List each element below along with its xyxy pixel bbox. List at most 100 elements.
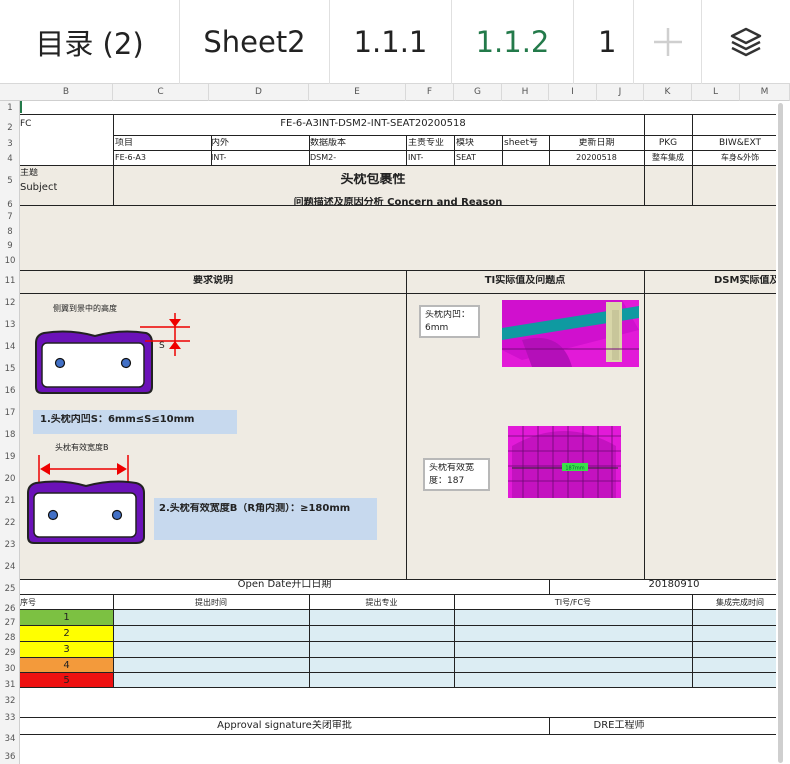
row-header[interactable]: 1 xyxy=(7,103,13,113)
grid-line xyxy=(454,594,455,687)
dsm-header: DSM实际值及 xyxy=(714,275,776,286)
grid-line xyxy=(113,594,114,687)
date-value: 20200518 xyxy=(576,153,617,162)
row-header[interactable]: 34 xyxy=(4,734,16,744)
row-header[interactable]: 19 xyxy=(4,452,16,462)
grid-line xyxy=(20,641,776,642)
row-header[interactable]: 6 xyxy=(7,200,13,210)
grid-line xyxy=(20,165,776,166)
vertical-scrollbar[interactable] xyxy=(776,101,790,764)
row-header-bar: 1 2 3 4 5 6 7 8 9 10 11 12 13 14 15 16 1… xyxy=(0,101,20,764)
row-header[interactable]: 33 xyxy=(4,713,16,723)
sheet-tab-sheet2[interactable]: Sheet2 xyxy=(180,0,330,84)
grid-line xyxy=(20,579,776,580)
row-header[interactable]: 24 xyxy=(4,562,16,572)
section-header-bg xyxy=(20,270,776,293)
row-header[interactable]: 22 xyxy=(4,518,16,528)
column-header-j[interactable]: J xyxy=(597,84,644,101)
scrollbar-thumb[interactable] xyxy=(778,103,783,763)
row-header[interactable]: 11 xyxy=(4,276,16,286)
dre-label: DRE工程师 xyxy=(593,720,645,731)
row-header[interactable]: 29 xyxy=(4,648,16,658)
row-header[interactable]: 23 xyxy=(4,540,16,550)
row-header[interactable]: 17 xyxy=(4,408,16,418)
ti-col-header: TI号/FC号 xyxy=(554,598,592,607)
grid-line xyxy=(644,114,645,205)
subject-en-label: Subject xyxy=(20,182,58,193)
subject-row-bg xyxy=(20,165,776,205)
grid-line xyxy=(113,114,114,205)
column-header-f[interactable]: F xyxy=(406,84,454,101)
add-sheet-button[interactable] xyxy=(634,0,702,84)
grid-line xyxy=(309,135,310,165)
sheet-tab-1-1-2[interactable]: 1.1.2 xyxy=(452,0,574,84)
row-header[interactable]: 7 xyxy=(7,212,13,222)
row-header[interactable]: 10 xyxy=(4,256,16,266)
row-header[interactable]: 18 xyxy=(4,430,16,440)
column-header-d[interactable]: D xyxy=(209,84,309,101)
row-header[interactable]: 15 xyxy=(4,364,16,374)
requirement-1-text: 1.头枕内凹S：6mm≤S≤10mm xyxy=(40,414,195,425)
row-header[interactable]: 32 xyxy=(4,696,16,706)
row-header[interactable]: 8 xyxy=(7,227,13,237)
version-value: DSM2- xyxy=(310,153,337,162)
row-header[interactable]: 9 xyxy=(7,241,13,251)
sheet-tab-1-1-1[interactable]: 1.1.1 xyxy=(330,0,452,84)
row-header[interactable]: 14 xyxy=(4,342,16,352)
level-cell: 4 xyxy=(20,658,113,673)
grid-line xyxy=(20,205,776,206)
wing-height-label: 侧翼到景中的高度 xyxy=(53,304,117,313)
grid-line xyxy=(113,150,776,151)
grid-line xyxy=(406,135,407,165)
open-date-label: Open Date开口日期 xyxy=(237,579,332,590)
requirement-header: 要求说明 xyxy=(193,275,233,286)
sheet-tab-catalog[interactable]: 目录 (2) xyxy=(0,0,180,84)
row-header[interactable]: 21 xyxy=(4,496,16,506)
inout-value: INT- xyxy=(211,153,227,162)
row-header[interactable]: 26 xyxy=(4,604,16,614)
row-header[interactable]: 5 xyxy=(7,176,13,186)
spreadsheet-grid[interactable]: FC FE-6-A3INT-DSM2-INT-SEAT20200518 项目 内… xyxy=(20,101,776,764)
row-header[interactable]: 16 xyxy=(4,386,16,396)
row-header[interactable]: 25 xyxy=(4,584,16,594)
sheet-tab-bar: 目录 (2) Sheet2 1.1.1 1.1.2 1 xyxy=(0,0,790,84)
column-header-g[interactable]: G xyxy=(454,84,502,101)
biw-label: BIW&EXT xyxy=(719,138,761,148)
column-header-b[interactable]: B xyxy=(20,84,113,101)
grid-line xyxy=(692,114,693,205)
column-header-k[interactable]: K xyxy=(644,84,692,101)
sheet-tab-1[interactable]: 1 xyxy=(574,0,634,84)
grid-line xyxy=(454,135,455,165)
requirement-1-box xyxy=(33,410,237,434)
column-header-e[interactable]: E xyxy=(309,84,406,101)
column-header-h[interactable]: H xyxy=(502,84,549,101)
row-header[interactable]: 20 xyxy=(4,474,16,484)
row-header[interactable]: 13 xyxy=(4,320,16,330)
column-header-c[interactable]: C xyxy=(113,84,209,101)
column-header-i[interactable]: I xyxy=(549,84,597,101)
major-label: 主责专业 xyxy=(408,138,445,148)
svg-text:187mm: 187mm xyxy=(565,466,584,472)
headrest-width-diagram xyxy=(27,455,145,544)
requirement-2-text: 2.头枕有效宽度B（R角内测）：≥180mm xyxy=(159,503,351,514)
row-header[interactable]: 12 xyxy=(4,298,16,308)
grid-line xyxy=(20,687,776,688)
row-header[interactable]: 4 xyxy=(7,154,13,164)
time-col-header: 提出时间 xyxy=(195,598,227,607)
column-header-m[interactable]: M xyxy=(740,84,790,101)
sheet-label: sheet号 xyxy=(504,138,538,148)
grid-line xyxy=(549,717,550,734)
row-header[interactable]: 3 xyxy=(7,139,13,149)
row-header[interactable]: 36 xyxy=(4,752,16,762)
concern-area-bg xyxy=(20,219,776,270)
row-header[interactable]: 30 xyxy=(4,664,16,674)
row-header[interactable]: 28 xyxy=(4,633,16,643)
row-header[interactable]: 2 xyxy=(7,123,13,133)
row-header[interactable]: 27 xyxy=(4,618,16,628)
column-header-l[interactable]: L xyxy=(692,84,740,101)
biw-value: 车身&外饰 xyxy=(720,153,760,162)
sheet-list-button[interactable] xyxy=(702,0,790,84)
s-mark-label: S xyxy=(159,341,165,351)
row-header[interactable]: 31 xyxy=(4,680,16,690)
grid-line xyxy=(549,135,550,165)
